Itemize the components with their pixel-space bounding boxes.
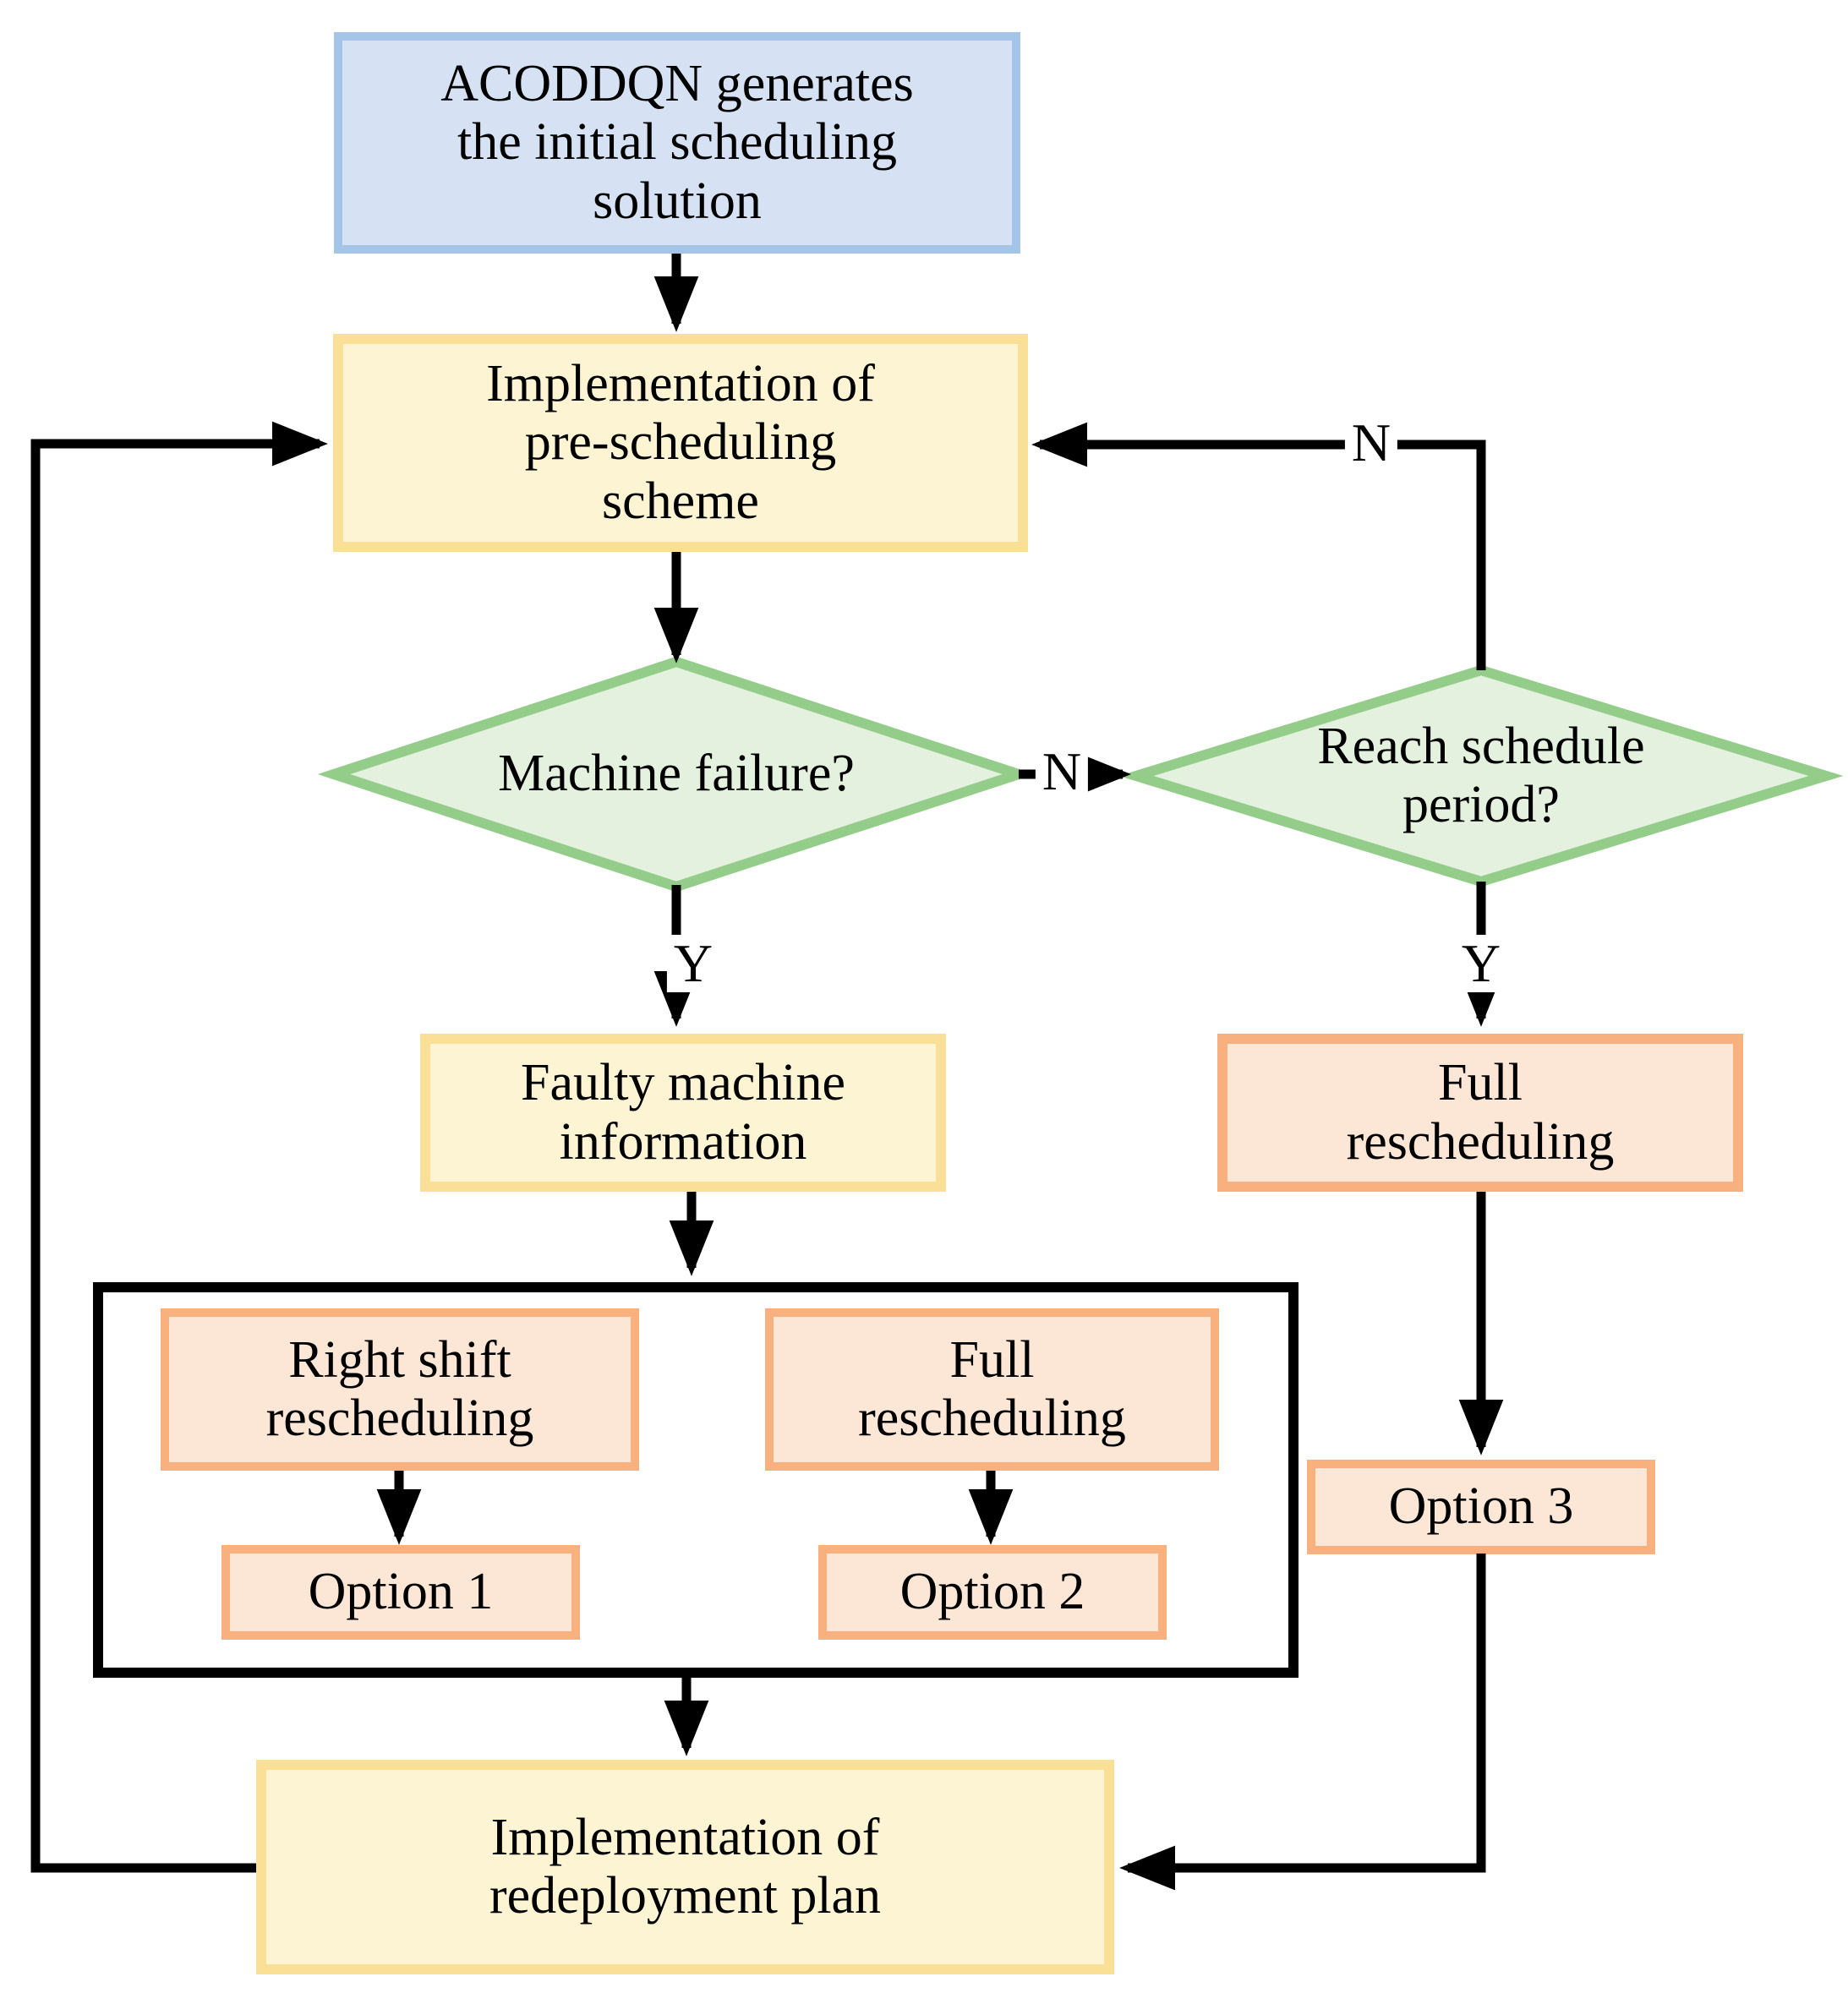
node-full-rescheduling-inner: Full rescheduling (765, 1308, 1219, 1471)
node-option-2: Option 2 (818, 1545, 1167, 1640)
node-faulty-machine-information: Faulty machine information (420, 1034, 946, 1192)
node-option-3: Option 3 (1307, 1460, 1655, 1554)
node-full-rescheduling-right: Full rescheduling (1217, 1034, 1743, 1192)
edge-label-machine-failure-yes: Y (666, 935, 720, 992)
edge-label-reach-period-yes: Y (1454, 935, 1508, 992)
decision-machine-failure-label: Machine failure? (498, 745, 855, 803)
node-pre-scheduling: Implementation of pre-scheduling scheme (333, 334, 1028, 552)
decision-reach-period-label: Reach schedule period? (1317, 717, 1645, 833)
edge-reach-period-no-loop (1031, 422, 1486, 670)
edge-label-reach-period-no: N (1344, 414, 1398, 472)
node-right-shift-rescheduling: Right shift rescheduling (161, 1308, 639, 1471)
node-initial-solution: ACODDQN generates the initial scheduling… (334, 32, 1020, 254)
edge-label-machine-failure-no: N (1035, 743, 1089, 800)
node-redeployment-plan: Implementation of redeployment plan (256, 1760, 1114, 1974)
node-option-1: Option 1 (221, 1545, 580, 1640)
